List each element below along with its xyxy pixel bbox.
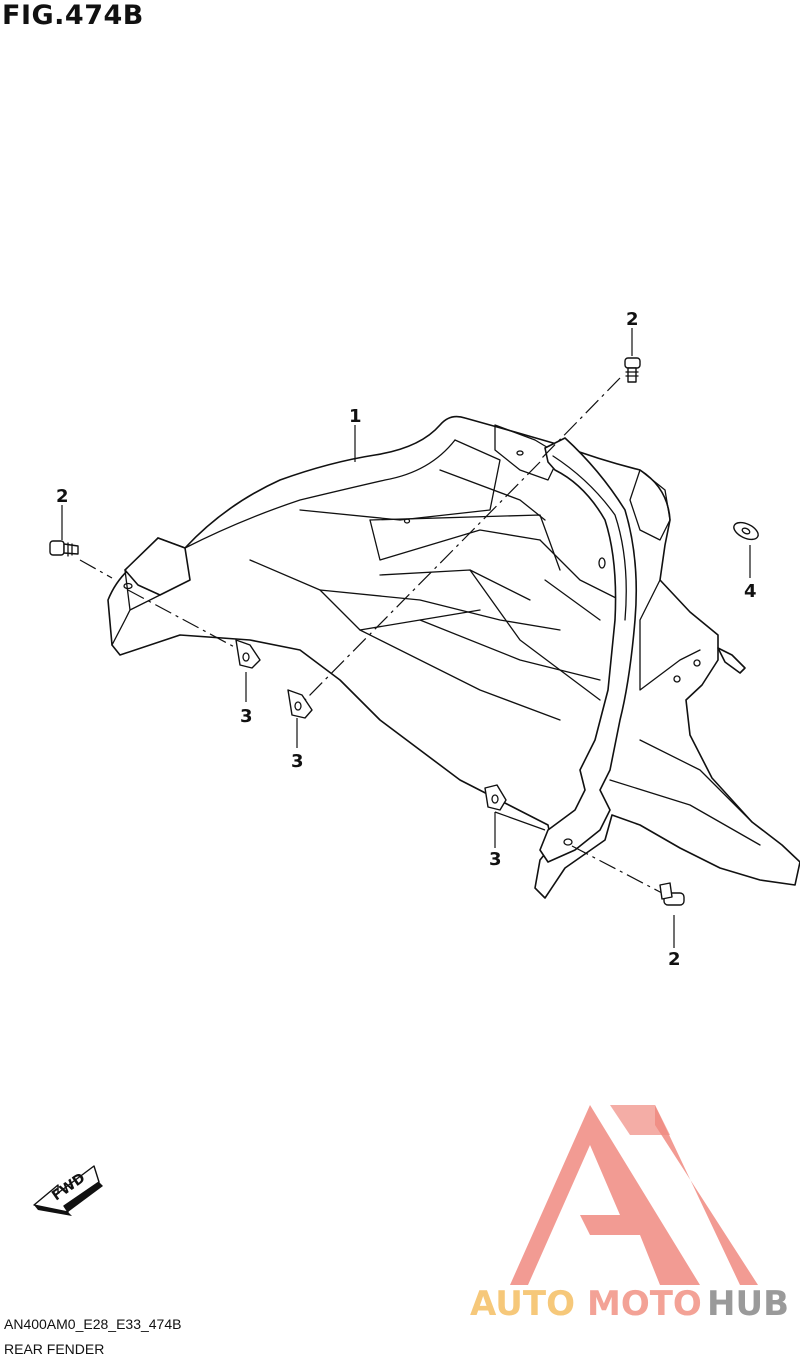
callout-leaders	[61, 328, 751, 948]
callout-3: 3	[240, 706, 253, 727]
logo-triangle-mark	[510, 1105, 758, 1285]
logo-text-auto: AUTO	[470, 1284, 575, 1324]
callout-4: 4	[744, 581, 757, 602]
callout-2: 2	[626, 309, 639, 330]
callout-2: 2	[668, 949, 681, 970]
clip-nut-part	[287, 689, 313, 719]
callout-2: 2	[56, 486, 69, 507]
callout-3: 3	[489, 849, 502, 870]
rear-fender-part	[107, 415, 800, 899]
clip-nut-part	[235, 639, 261, 669]
logo-text-moto: MOTO	[587, 1284, 702, 1324]
callout-3: 3	[291, 751, 304, 772]
figure-name: REAR FENDER	[4, 1341, 105, 1357]
clip-nut-part	[484, 784, 507, 811]
screw-part	[659, 882, 685, 906]
callout-1: 1	[349, 406, 362, 427]
washer-part	[733, 521, 759, 541]
figure-code: AN400AM0_E28_E33_474B	[4, 1316, 182, 1332]
assembly-centerlines	[79, 377, 663, 894]
figure-title: FIG.474B	[2, 0, 144, 31]
fwd-arrow-icon: FWD	[33, 1165, 103, 1216]
screw-part	[49, 540, 79, 557]
automotohub-watermark-logo: AUTO MOTO HUB	[470, 1105, 789, 1324]
logo-text-hub: HUB	[707, 1284, 789, 1324]
screw-part	[624, 357, 641, 383]
